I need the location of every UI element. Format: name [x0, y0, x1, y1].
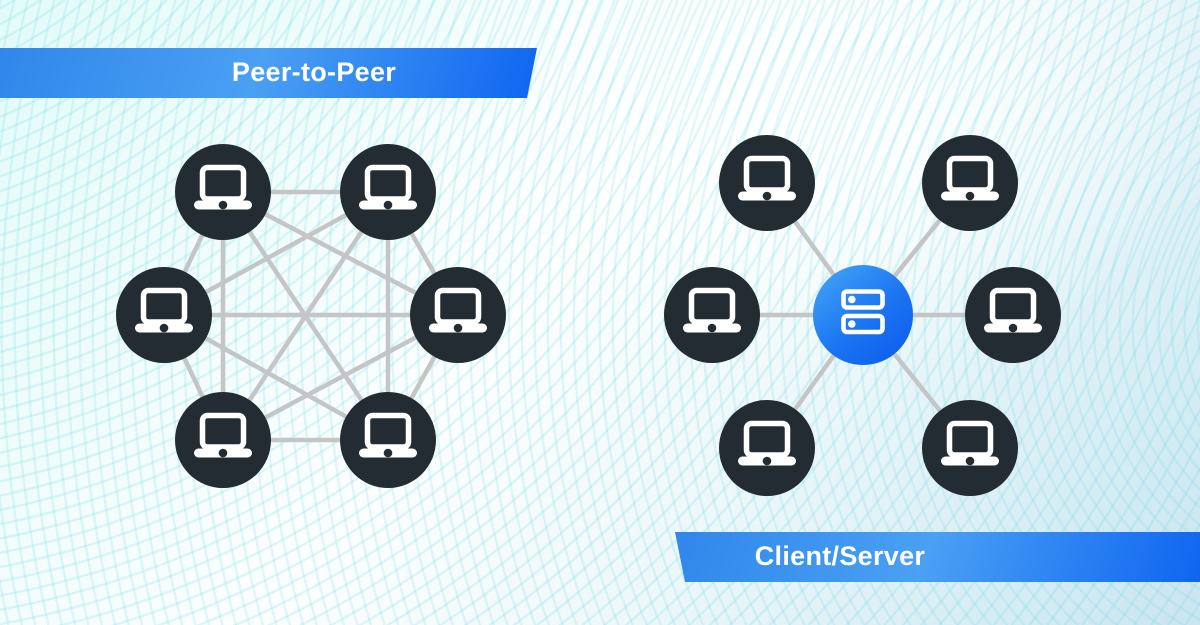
laptop-icon: [965, 267, 1061, 363]
peer-node-3: [116, 267, 212, 363]
client-server-banner: Client/Server: [675, 532, 1200, 582]
peer-node-4: [410, 267, 506, 363]
laptop-icon: [719, 135, 815, 231]
laptop-icon: [340, 392, 436, 488]
server-icon: [813, 265, 913, 365]
laptop-icon: [922, 135, 1018, 231]
laptop-icon: [175, 144, 271, 240]
laptop-icon: [116, 267, 212, 363]
client-node-2: [922, 135, 1018, 231]
peer-node-2: [340, 144, 436, 240]
client-node-6: [922, 400, 1018, 496]
laptop-icon: [664, 267, 760, 363]
laptop-icon: [175, 392, 271, 488]
server-hub: [813, 265, 913, 365]
client-node-5: [719, 400, 815, 496]
client-node-3: [664, 267, 760, 363]
laptop-icon: [719, 400, 815, 496]
peer-node-5: [175, 392, 271, 488]
peer-to-peer-label: Peer-to-Peer: [231, 56, 397, 87]
peer-node-1: [175, 144, 271, 240]
laptop-icon: [922, 400, 1018, 496]
laptop-icon: [340, 144, 436, 240]
client-node-1: [719, 135, 815, 231]
client-server-label: Client/Server: [754, 540, 926, 571]
peer-to-peer-banner: Peer-to-Peer: [0, 48, 537, 98]
laptop-icon: [410, 267, 506, 363]
peer-node-6: [340, 392, 436, 488]
client-node-4: [965, 267, 1061, 363]
